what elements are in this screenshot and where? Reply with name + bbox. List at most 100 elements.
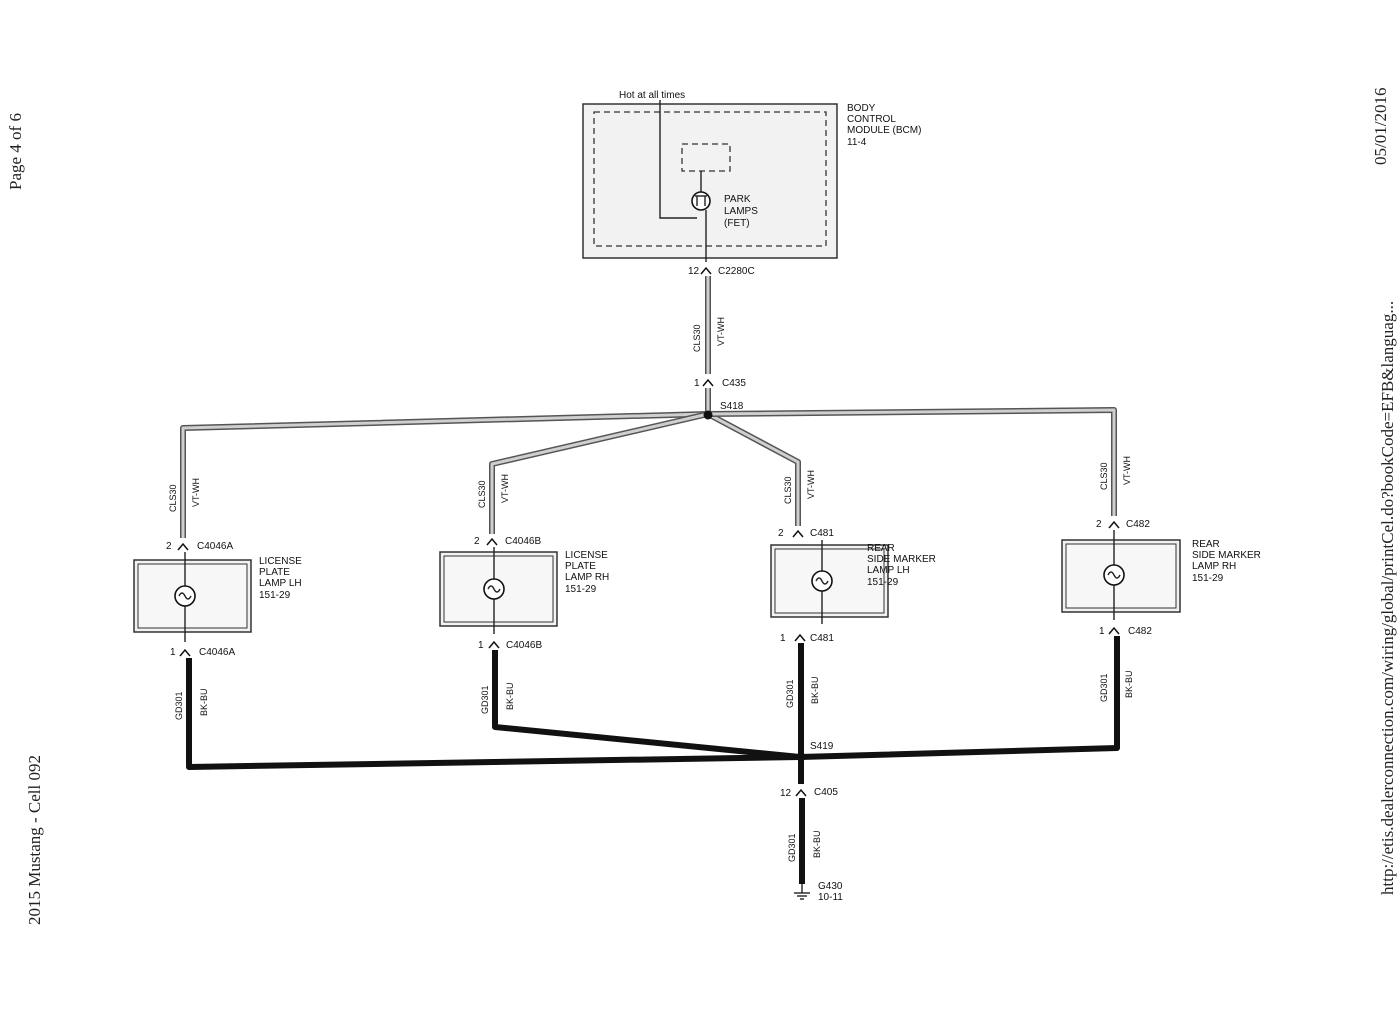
fet-label-2: LAMPS — [724, 206, 758, 217]
lamp4-name-2: SIDE MARKER — [1192, 550, 1261, 561]
lamp4-top-connector-icon — [1108, 520, 1120, 529]
lamp1-bot-pin: 1 — [170, 647, 176, 658]
lamp4-bottom-connector-icon — [1108, 626, 1120, 635]
lamp2-pos-color: VT-WH — [500, 474, 510, 503]
page-number: Page 4 of 6 — [6, 113, 25, 190]
ground-wire: GD301 BK-BU — [787, 798, 822, 884]
ground-wire-color: BK-BU — [812, 830, 822, 858]
lamp4-name-3: LAMP RH — [1192, 561, 1236, 572]
lamp1-gnd-circuit: GD301 — [174, 691, 184, 720]
lamp4-bot-pin: 1 — [1099, 626, 1105, 637]
lamp2-gnd-color: BK-BU — [505, 682, 515, 710]
lamp2-gnd-circuit: GD301 — [480, 685, 490, 714]
print-date: 05/01/2016 — [1371, 88, 1390, 165]
lamp3-name-1: REAR — [867, 543, 895, 554]
lamp1-top-pin: 2 — [166, 541, 172, 552]
lamp2-name-3: LAMP RH — [565, 572, 609, 583]
lamp3-pos-color: VT-WH — [806, 470, 816, 499]
ground-wire-circuit: GD301 — [787, 833, 797, 862]
bcm-name-3: MODULE (BCM) — [847, 125, 921, 136]
lamp2-top-connector-icon — [486, 537, 498, 546]
connector-c2280c: 12 C2280C — [688, 266, 755, 277]
fet-label-3: (FET) — [724, 218, 750, 229]
ground-g430: G430 10-11 — [794, 881, 843, 903]
fet-icon — [691, 191, 711, 211]
cell-title: 2015 Mustang - Cell 092 — [25, 755, 44, 925]
lamp3-name-4: 151-29 — [867, 577, 899, 588]
bcm-name-1: BODY — [847, 103, 876, 114]
splice-s418 — [703, 410, 713, 420]
hot-at-all-times-label: Hot at all times — [619, 90, 685, 101]
splice-s418-label: S418 — [720, 401, 744, 412]
lamp1-pos-color: VT-WH — [191, 478, 201, 507]
lamp2-top-pin: 2 — [474, 536, 480, 547]
lamp1-name-2: PLATE — [259, 567, 290, 578]
c435-label: C435 — [722, 378, 746, 389]
lamp1-gnd-color: BK-BU — [199, 688, 209, 716]
connector-c405-icon — [795, 788, 807, 797]
license-plate-lamp-rh: CLS30 VT-WH 2 C4046B LICENSE PLATE LAMP … — [439, 474, 609, 714]
lamp1-name-3: LAMP LH — [259, 578, 302, 589]
lamp3-bot-conn: C481 — [810, 633, 834, 644]
license-plate-lamp-lh: CLS30 VT-WH 2 C4046A LICENSE PLATE LAMP … — [133, 478, 302, 720]
c2280c-pin: 12 — [688, 266, 700, 277]
lamp2-bot-conn: C4046B — [506, 640, 542, 651]
splice-s419-label: S419 — [810, 741, 834, 752]
lamp3-top-connector-icon — [792, 529, 804, 538]
rear-side-marker-lamp-rh: CLS30 VT-WH 2 C482 REAR SIDE MARKER LAMP… — [1061, 456, 1261, 702]
lamp3-bottom-connector-icon — [794, 633, 806, 642]
lamp2-name-2: PLATE — [565, 561, 596, 572]
lamp2-bot-pin: 1 — [478, 640, 484, 651]
body-control-module: Hot at all times PARK LAMPS (FET) BODY C… — [582, 90, 921, 262]
lamp4-top-conn: C482 — [1126, 519, 1150, 530]
lamp1-bot-conn: C4046A — [199, 647, 235, 658]
connector-c435-icon — [702, 378, 714, 387]
lamp4-gnd-circuit: GD301 — [1099, 673, 1109, 702]
connector-c435: 1 C435 — [694, 378, 746, 414]
connector-c405: 12 C405 — [780, 787, 838, 799]
lamp2-pos-circuit: CLS30 — [477, 480, 487, 508]
c435-pin: 1 — [694, 378, 700, 389]
c2280c-label: C2280C — [718, 266, 755, 277]
positive-distribution: S418 — [180, 401, 1117, 538]
lamp4-pos-color: VT-WH — [1122, 456, 1132, 485]
lamp1-top-conn: C4046A — [197, 541, 233, 552]
ground-ref: 10-11 — [818, 892, 843, 903]
bcm-outline — [582, 103, 838, 259]
lamp4-name-1: REAR — [1192, 539, 1220, 550]
connector-c2280c-icon — [700, 266, 712, 275]
bcm-name-4: 11-4 — [847, 137, 867, 148]
rear-side-marker-lamp-lh: CLS30 VT-WH 2 C481 REAR SIDE MARKER LAMP… — [770, 470, 936, 708]
lamp3-top-pin: 2 — [778, 528, 784, 539]
lamp3-name-3: LAMP LH — [867, 565, 910, 576]
lamp3-bot-pin: 1 — [780, 633, 786, 644]
lamp2-top-conn: C4046B — [505, 536, 541, 547]
ground-name: G430 — [818, 881, 843, 892]
fet-label-1: PARK — [724, 194, 751, 205]
lamp4-top-pin: 2 — [1096, 519, 1102, 530]
lamp3-top-conn: C481 — [810, 528, 834, 539]
source-url: http://etis.dealerconnection.com/wiring/… — [1378, 301, 1397, 895]
lamp3-gnd-color: BK-BU — [810, 676, 820, 704]
trunk-wire: CLS30 VT-WH — [692, 276, 726, 374]
lamp2-name-4: 151-29 — [565, 584, 597, 595]
hot-feed-line — [659, 100, 697, 219]
lamp2-bottom-connector-icon — [488, 640, 500, 649]
lamp3-pos-circuit: CLS30 — [783, 476, 793, 504]
lamp2-name-1: LICENSE — [565, 550, 608, 561]
ground-distribution: S419 — [186, 636, 1120, 784]
lamp3-name-2: SIDE MARKER — [867, 554, 936, 565]
bcm-name-2: CONTROL — [847, 114, 896, 125]
trunk-circuit: CLS30 — [692, 324, 702, 352]
lamp4-name-4: 151-29 — [1192, 573, 1224, 584]
lamp4-gnd-color: BK-BU — [1124, 670, 1134, 698]
c405-pin: 12 — [780, 788, 792, 799]
lamp3-gnd-circuit: GD301 — [785, 679, 795, 708]
lamp1-name-4: 151-29 — [259, 590, 291, 601]
bcm-internal-driver — [681, 143, 731, 172]
trunk-color: VT-WH — [716, 317, 726, 346]
lamp1-pos-circuit: CLS30 — [168, 484, 178, 512]
lamp4-bot-conn: C482 — [1128, 626, 1152, 637]
lamp1-name-1: LICENSE — [259, 556, 302, 567]
